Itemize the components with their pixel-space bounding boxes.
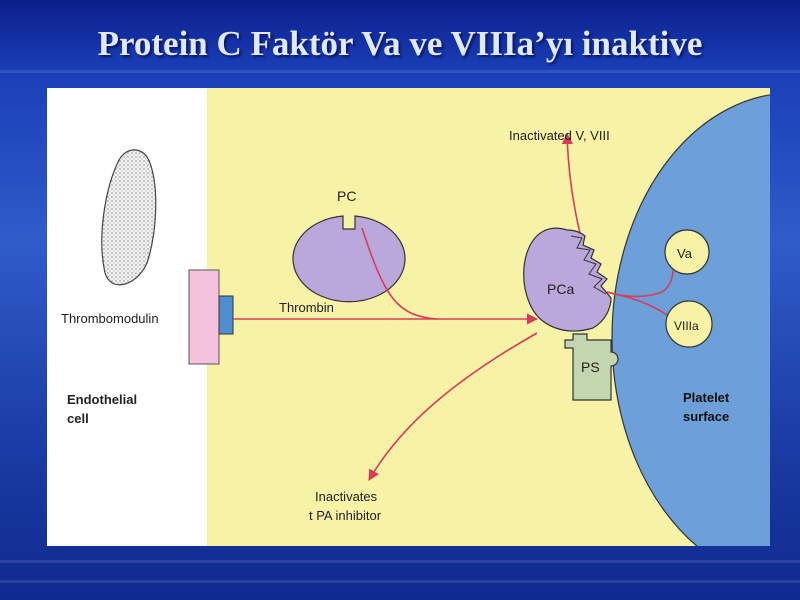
thrombomodulin-label: Thrombomodulin [61,311,159,326]
inactivated-label: Inactivated V, VIII [509,128,610,143]
viiia-node [665,300,713,348]
thrombomodulin-molecule [188,269,220,365]
ps-node [564,333,619,401]
pca-label: PCa [547,281,574,297]
tpa-label-line1: Inactivates [315,489,378,504]
ps-label: PS [581,359,600,375]
tpa-inhibitor-arrow [368,332,538,481]
va-node [664,229,710,275]
endothelial-nucleus [101,149,157,286]
pca-node [523,227,612,332]
va-label: Va [677,246,693,261]
endothelial-label-line1: Endothelial [67,392,137,407]
slide-title: Protein C Faktör Va ve VIIIa’yı inaktive [97,24,703,63]
pca-binding-teeth [570,235,607,295]
thrombin-label: Thrombin [279,300,334,315]
viiia-label: VIIIa [674,319,699,333]
pc-label: PC [337,188,356,204]
pc-activation-arrow [361,227,438,320]
tpa-label-line2: t PA inhibitor [309,508,382,523]
endothelial-label-line2: cell [67,411,89,426]
pc-node [292,215,406,303]
thrombin-receptor [218,295,234,335]
protein-c-diagram: PC PCa PS Va VIIIa Thrombomodulin Thromb… [47,88,770,546]
platelet-label-line2: surface [683,409,729,424]
platelet-label-line1: Platelet [683,390,730,405]
